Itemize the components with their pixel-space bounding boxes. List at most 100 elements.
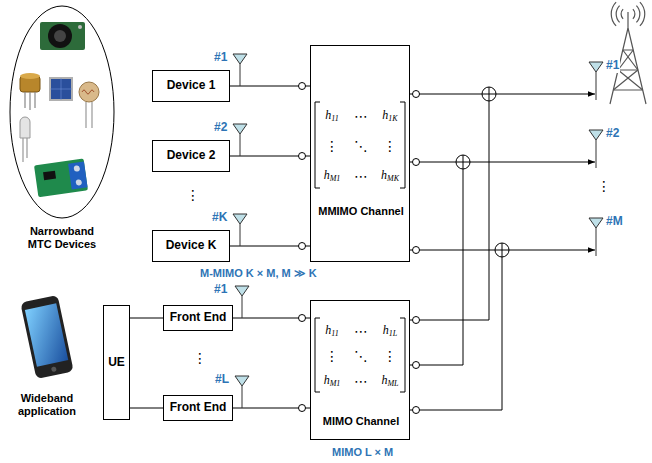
mtc-device-cluster	[86, 102, 92, 128]
ellipsis: ⋮	[186, 187, 200, 203]
group-caption: Narrowband MTC Devices	[17, 225, 107, 250]
port-circle	[413, 159, 420, 166]
mtc-device-cluster	[10, 6, 114, 218]
mtc-device-cluster	[82, 90, 94, 94]
wideband-phone	[51, 366, 57, 372]
ellipsis: ⋮	[597, 178, 611, 194]
base-station-tower	[621, 9, 635, 19]
matrix-entry: h11	[325, 109, 338, 123]
matrix-entry: ⋮	[325, 348, 339, 364]
matrix-entry: ⋯	[354, 108, 368, 124]
front-end-box: Front End	[163, 305, 233, 331]
output-arrow	[470, 94, 595, 250]
mtc-device-cluster	[68, 162, 87, 190]
port-circle	[299, 153, 306, 160]
mtc-device-cluster	[75, 179, 82, 186]
matrix-entry: ⋮	[383, 138, 397, 154]
adder-symbol	[456, 87, 509, 257]
node-label: Device K	[166, 239, 217, 253]
antenna-number: #L	[215, 373, 229, 387]
signal-wire	[410, 94, 495, 250]
device-box: Device 2	[152, 140, 230, 172]
matrix-bracket	[315, 102, 405, 392]
wideband-phone	[20, 295, 73, 379]
matrix-entry: MIMO Channel	[323, 415, 399, 427]
mimo-dimension: M-MIMO K × M, M ≫ K	[200, 267, 317, 280]
mtc-device-cluster	[50, 78, 72, 100]
port-circle	[413, 362, 420, 369]
mtc-device-cluster	[34, 159, 88, 198]
port-circle	[299, 405, 306, 412]
signal-wire	[410, 101, 502, 410]
matrix-bracket	[315, 318, 405, 392]
mtc-device-cluster	[34, 159, 88, 198]
wideband-phone	[25, 303, 68, 366]
node-label: UE	[108, 356, 125, 370]
antenna-symbol	[233, 54, 603, 408]
port-circle	[299, 83, 306, 90]
matrix-entry: hM1	[324, 169, 341, 183]
antenna-symbol	[240, 64, 242, 408]
antenna-number: #M	[606, 215, 623, 229]
port-circle	[299, 243, 306, 250]
matrix-entry: ⋮	[325, 138, 339, 154]
matrix-entry: h1K	[382, 109, 397, 123]
channel-box: h11⋯h1L⋮⋱⋮hM1⋯hMLMIMO Channel	[310, 300, 410, 440]
base-station-tower	[610, 2, 646, 104]
matrix-entry: ⋯	[354, 168, 368, 184]
port-circle	[413, 247, 420, 254]
output-arrow	[509, 250, 595, 251]
device-box: Device K	[152, 230, 230, 262]
mtc-device-cluster	[73, 165, 80, 172]
antenna-number: #2	[214, 121, 227, 135]
antenna-number: #K	[212, 211, 227, 225]
antenna-number: #1	[214, 283, 227, 297]
mtc-device-cluster	[25, 92, 35, 110]
matrix-entry: ⋱	[354, 138, 368, 154]
group-caption: Wideband application	[5, 392, 89, 417]
mtc-device-cluster	[54, 30, 66, 42]
matrix-entry: h1L	[383, 324, 397, 338]
front-end-box: Front End	[163, 395, 233, 421]
matrix-entry: ⋯	[354, 323, 368, 339]
base-station-tower	[616, 6, 640, 23]
node-label: Device 2	[167, 149, 216, 163]
matrix-entry: MMIMO Channel	[318, 205, 404, 217]
mtc-device-cluster	[50, 78, 72, 100]
mtc-device-cluster	[20, 117, 30, 138]
mimo-dimension: MIMO L × M	[332, 446, 393, 459]
device-box: Device 1	[152, 70, 230, 102]
channel-box: h11⋯h1K⋮⋱⋮hM1⋯hMKMMIMO Channel	[310, 45, 410, 262]
mtc-device-cluster	[23, 138, 27, 162]
node-label: Front End	[170, 401, 227, 415]
matrix-entry: ⋱	[354, 348, 368, 364]
signal-connector	[130, 318, 163, 319]
antenna-number: #1	[605, 59, 620, 73]
antenna-number: #2	[606, 127, 619, 141]
signal-connector	[130, 408, 163, 409]
matrix-entry: ⋮	[383, 348, 397, 364]
antenna-symbol	[596, 72, 597, 256]
mtc-device-cluster	[48, 24, 72, 48]
ue-box: UE	[103, 305, 130, 420]
node-label: Front End	[170, 311, 227, 325]
node-label: Device 1	[167, 79, 216, 93]
adder-symbol	[456, 87, 509, 257]
base-station-tower	[611, 2, 645, 26]
mtc-device-cluster	[20, 73, 40, 79]
mtc-device-cluster	[10, 6, 114, 218]
output-arrow	[496, 94, 595, 95]
wideband-phone	[20, 295, 73, 379]
ellipsis: ⋮	[193, 350, 207, 366]
mtc-device-cluster	[79, 82, 99, 102]
matrix-entry: hM1	[324, 374, 341, 388]
output-arrow	[470, 162, 595, 163]
antenna-number: #1	[214, 51, 227, 65]
matrix-entry: ⋯	[354, 373, 368, 389]
matrix-entry: h11	[325, 324, 338, 338]
mtc-device-cluster	[40, 22, 85, 50]
signal-wire	[410, 94, 502, 410]
